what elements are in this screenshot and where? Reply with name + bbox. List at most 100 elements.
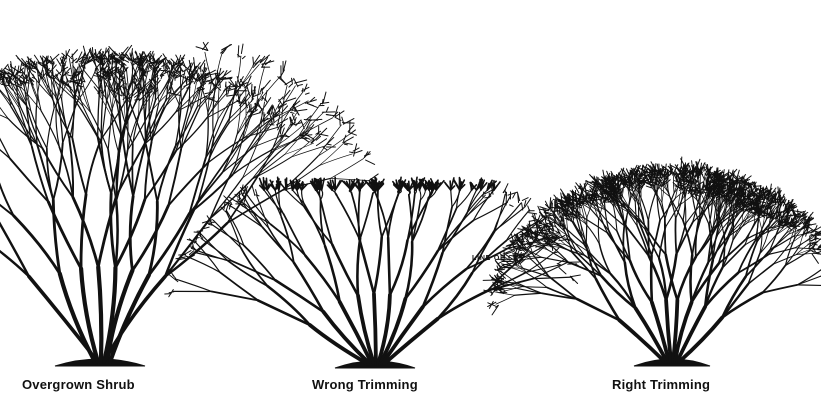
branch	[182, 250, 192, 256]
branch	[711, 226, 729, 262]
branch	[218, 77, 221, 82]
branch	[201, 226, 210, 230]
branch	[732, 222, 743, 242]
branch	[318, 127, 328, 137]
branch	[704, 172, 708, 177]
branch	[193, 57, 196, 70]
branch	[594, 182, 605, 187]
branch	[589, 174, 597, 183]
branch	[662, 165, 673, 175]
branch	[559, 217, 562, 228]
branch	[753, 181, 756, 187]
branch	[558, 207, 561, 217]
branch	[664, 298, 673, 364]
branch	[494, 280, 505, 286]
branch	[585, 179, 597, 187]
branch	[217, 78, 224, 87]
branch	[519, 258, 527, 265]
branch	[580, 205, 586, 225]
branch	[310, 96, 316, 102]
branch	[475, 183, 481, 191]
branch	[109, 192, 117, 270]
branch	[617, 177, 624, 189]
branch	[108, 77, 113, 110]
branch	[470, 181, 473, 191]
branch	[539, 243, 551, 247]
branch	[37, 74, 45, 80]
branch	[556, 203, 559, 215]
branch	[188, 250, 195, 256]
branch	[162, 53, 171, 65]
branch	[779, 197, 786, 207]
branch	[388, 239, 409, 297]
branch	[251, 89, 254, 100]
branch	[261, 135, 300, 171]
branch	[94, 58, 100, 63]
branch	[524, 197, 532, 208]
branch	[597, 218, 600, 245]
branch	[538, 246, 542, 250]
branch	[615, 188, 619, 193]
branch	[81, 64, 85, 71]
branch	[713, 170, 716, 179]
branch	[82, 45, 88, 60]
branch	[707, 186, 717, 205]
branch	[168, 83, 173, 91]
branch	[15, 76, 27, 85]
branch	[188, 171, 223, 215]
branch	[600, 274, 637, 310]
branch	[569, 220, 575, 224]
branch	[274, 114, 278, 118]
branch	[528, 212, 538, 215]
branch	[168, 291, 175, 294]
branch	[257, 102, 263, 111]
branch	[234, 131, 264, 167]
branch	[578, 185, 584, 194]
branch	[142, 77, 160, 106]
branch	[609, 273, 637, 310]
branch	[353, 143, 358, 157]
branch	[717, 175, 720, 189]
branch	[728, 189, 733, 196]
branch	[19, 80, 30, 84]
branch	[71, 53, 74, 62]
branch	[737, 197, 745, 209]
branch	[516, 245, 526, 248]
branch	[505, 250, 515, 255]
branch	[240, 186, 245, 192]
branch	[61, 99, 70, 141]
branch	[505, 253, 516, 262]
branch	[181, 64, 193, 73]
branch	[741, 187, 750, 193]
branch	[19, 61, 23, 71]
branch	[303, 205, 334, 246]
branch	[107, 68, 118, 77]
branch	[788, 226, 796, 246]
branch	[665, 205, 679, 228]
branch	[243, 185, 247, 193]
branch	[26, 105, 44, 149]
branch	[732, 180, 735, 191]
branch	[786, 202, 796, 208]
branch	[516, 282, 543, 294]
branch	[237, 92, 240, 104]
branch	[261, 79, 271, 91]
branch	[483, 289, 494, 294]
branch	[671, 298, 680, 364]
branch	[496, 277, 504, 280]
branch	[245, 92, 264, 124]
branch	[583, 183, 587, 192]
branch	[131, 50, 135, 61]
branch	[571, 241, 591, 254]
branch	[382, 317, 440, 366]
branch	[278, 98, 282, 105]
branch	[465, 247, 509, 271]
branch	[603, 196, 613, 203]
branch	[502, 247, 513, 250]
branch	[548, 221, 553, 227]
branch	[663, 179, 671, 186]
branch	[548, 275, 579, 300]
branch	[679, 167, 682, 173]
branch	[705, 179, 708, 191]
branch	[579, 183, 584, 190]
